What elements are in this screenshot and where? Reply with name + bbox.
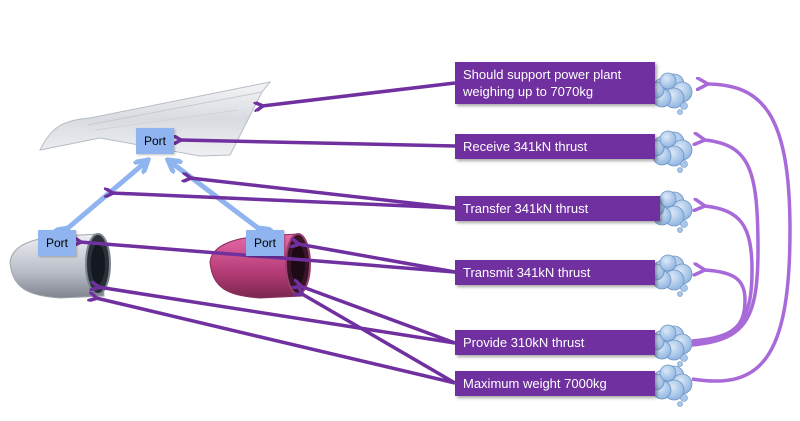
trace-transfer-to-link-2 — [190, 178, 456, 210]
trace-provide-to-engine2 — [300, 286, 456, 345]
requirement-text: Transfer 341kN thrust — [463, 201, 589, 216]
wing-port[interactable]: Port — [136, 128, 174, 154]
trace-arrows — [80, 81, 456, 385]
thought-cloud-icon — [647, 254, 693, 297]
requirement-transmit-thrust[interactable]: Transmit 341kN thrust — [455, 260, 655, 285]
requirement-provide-thrust[interactable]: Provide 310kN thrust — [455, 330, 655, 355]
requirement-receive-thrust[interactable]: Receive 341kN thrust — [455, 134, 655, 159]
trace-max-weight-to-engine2 — [302, 294, 456, 385]
requirement-support-weight[interactable]: Should support power plant weighing up t… — [455, 62, 655, 104]
trace-transmit-to-engine2-port — [298, 244, 456, 274]
engine1-port[interactable]: Port — [38, 230, 76, 256]
thought-cloud-icon — [647, 364, 693, 407]
derive-arrows — [691, 84, 792, 383]
derive-provide-to-transmit — [691, 270, 747, 343]
trace-support-weight-to-wing — [262, 81, 456, 106]
engine2-port[interactable]: Port — [246, 230, 284, 256]
requirement-text: Provide 310kN thrust — [463, 335, 585, 350]
requirement-text: Maximum weight 7000kg — [463, 376, 607, 391]
trace-provide-to-engine1 — [98, 287, 456, 345]
port-link-wing-engine2 — [168, 160, 258, 228]
thought-cloud-icon — [647, 72, 693, 115]
wing-component — [39, 81, 272, 157]
trace-transfer-to-link-1 — [112, 193, 456, 210]
requirement-max-weight[interactable]: Maximum weight 7000kg — [455, 371, 655, 396]
trace-transmit-to-engine1-port — [80, 242, 456, 274]
trace-max-weight-to-engine1 — [96, 298, 456, 385]
requirement-text-line: weighing up to 7070kg — [463, 84, 594, 99]
requirement-text-line: Should support power plant — [463, 67, 622, 82]
derive-provide-to-receive — [691, 140, 760, 347]
requirement-text: Receive 341kN thrust — [463, 139, 588, 154]
requirement-text: Transmit 341kN thrust — [463, 265, 591, 280]
requirement-transfer-thrust[interactable]: Transfer 341kN thrust — [455, 196, 660, 221]
derive-max-weight-to-support-weight — [691, 84, 792, 383]
trace-receive-to-wing-port — [180, 140, 456, 148]
